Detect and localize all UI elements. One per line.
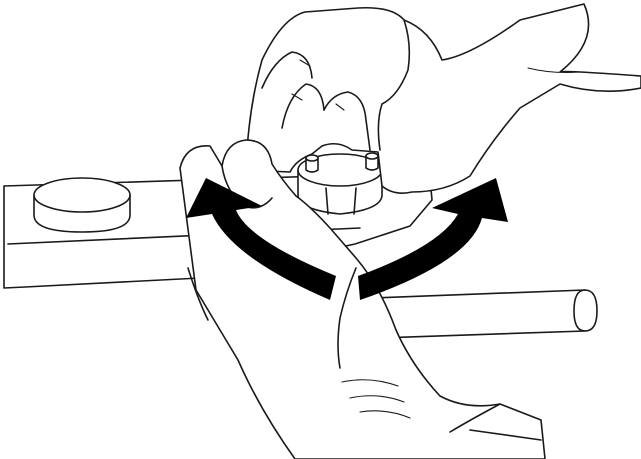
nut-with-pins: [298, 153, 382, 214]
rod: [372, 290, 597, 338]
wrench-cap: [34, 178, 130, 232]
